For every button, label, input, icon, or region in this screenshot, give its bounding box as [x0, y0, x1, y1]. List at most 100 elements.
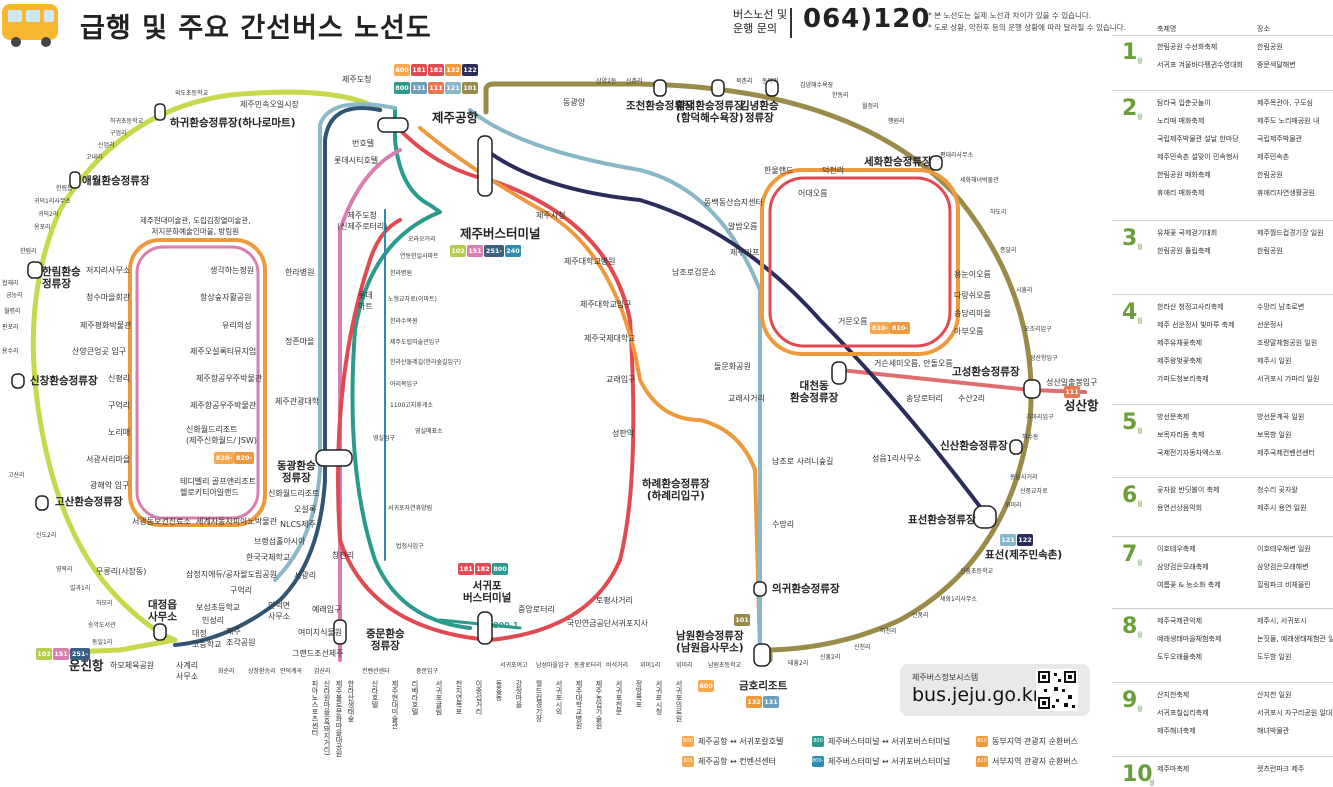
route-badge[interactable]: 102 [36, 648, 52, 660]
route-badge[interactable]: 800 [394, 82, 410, 94]
festival-month-suffix: 월 [1137, 706, 1143, 713]
route-badge[interactable]: 132 [746, 696, 762, 708]
divider [1112, 536, 1333, 537]
route-badge[interactable]: 122 [462, 64, 478, 76]
route-badge[interactable]: 182 [428, 64, 444, 76]
hub-terminal[interactable]: 제주버스터미널 [460, 226, 541, 241]
stop-label: 신도2리 [36, 532, 57, 539]
route-badge[interactable]: 820-1 [214, 452, 234, 474]
stop-label: 하도리 [990, 209, 1007, 216]
route-badge[interactable]: 121 [445, 82, 461, 94]
hub-donggwang[interactable]: 동광환승 정류장 [277, 460, 316, 484]
stop-label: 북촌리 [736, 78, 753, 85]
festival-month: 3 [1122, 226, 1138, 251]
stop-label: 노형교차로(이마트) [388, 296, 437, 303]
route-badge[interactable]: 101 [462, 82, 478, 94]
festival-month-suffix: 월 [1137, 58, 1143, 65]
route-badge[interactable]: 820-2 [234, 452, 254, 474]
festival-place: 선운정사 [1257, 321, 1283, 329]
stop-label: 다랑쉬오름 [954, 291, 991, 300]
route-badge[interactable]: 121 [1000, 534, 1016, 546]
route-badge[interactable]: 111 [428, 82, 444, 94]
stop-label: 고산리 [8, 472, 25, 479]
stop-label: 테디벨리 골프앤리조트 헬로키티아일랜드 [180, 477, 257, 497]
route-badge[interactable]: 240 [505, 245, 521, 257]
hub-goseong[interactable]: 고성환승정류장 [952, 366, 1020, 378]
stop-label: 제주시청 [536, 211, 566, 220]
stop-label: 서귀포시청 [655, 680, 663, 715]
festival-name: 서귀포칠십리축제 [1157, 709, 1209, 717]
hub-gimnyeong[interactable]: 김녕환승 정류장 [740, 100, 779, 124]
route-badge[interactable]: 122 [1017, 534, 1033, 546]
hub-hagwi[interactable]: 하귀환승정류장(하나로마트) [170, 117, 296, 129]
stop-label: 세화1리사무소 [940, 596, 977, 603]
festival-place: 제주시, 서귀포시 [1257, 617, 1307, 625]
hub-seogwipo-terminal[interactable]: 서귀포 버스터미널 [463, 580, 512, 604]
festival-month: 4 [1122, 300, 1138, 325]
route-badge[interactable]: 800 [492, 563, 508, 575]
route-badge[interactable]: 182 [475, 563, 491, 575]
route-badge[interactable]: 810-1 [870, 322, 890, 344]
route-181-line [336, 128, 636, 642]
route-badge[interactable]: 101 [734, 614, 750, 626]
route-badge[interactable]: 600 [394, 64, 410, 76]
stop-label: 판포리 [2, 324, 19, 331]
festival-place: 제주민속촌 [1257, 153, 1290, 161]
route-badge[interactable]: 102 [450, 245, 466, 257]
route-badge[interactable]: 251-1 [70, 648, 90, 670]
hub-sinsan[interactable]: 신산환승정류장 [940, 440, 1008, 452]
stop-label: 예래입구 [312, 605, 342, 614]
stop-label: 법정사입구 [396, 543, 424, 550]
hub-daejeong[interactable]: 대정읍 사무소 [148, 599, 177, 623]
divider [1112, 682, 1333, 683]
hub-jungmun[interactable]: 중문환승 정류장 [366, 628, 405, 652]
hub-harye[interactable]: 하례환승정류장 (하례리입구) [642, 478, 710, 502]
route-badge[interactable]: 151 [53, 648, 69, 660]
phone-number[interactable]: 064)120 [803, 4, 931, 34]
hub-aewol[interactable]: 애월환승정류장 [82, 175, 150, 187]
route-badge[interactable]: 131 [411, 82, 427, 94]
stop-label: 제주항공우주박물관 [190, 401, 257, 410]
hub-pyoseon[interactable]: 표선환승정류장 [908, 514, 976, 526]
hub-daecheon[interactable]: 대천동 환승정류장 [790, 380, 839, 404]
route-badge[interactable]: 132 [445, 64, 461, 76]
info-box[interactable]: 제주버스정보시스템 bus.jeju.go.kr [900, 664, 1090, 716]
hub-geumho[interactable]: 금호리조트 [739, 680, 788, 692]
hub-seongsan[interactable]: 성산항 [1064, 398, 1099, 413]
info-url[interactable]: bus.jeju.go.kr [912, 684, 1041, 706]
hub-unjin[interactable]: 운진항 [69, 658, 104, 673]
festival-month: 2 [1122, 96, 1138, 121]
route-badge[interactable]: 181 [458, 563, 474, 575]
route-badge[interactable]: 251-1 [484, 245, 504, 267]
stop-label: 국민연금공단서귀포지사 [567, 619, 648, 628]
qr-code-icon[interactable] [1036, 669, 1078, 711]
route-badge[interactable]: 600 [698, 680, 714, 692]
hub-namwon[interactable]: 남원환승정류장 (남원읍사무소) [676, 630, 744, 654]
festival-place: 서귀포시 가파리 일원 [1257, 375, 1320, 383]
route-badge[interactable]: 151 [467, 245, 483, 257]
stop-label: 동남사거리 [1010, 474, 1038, 481]
hub-hallim[interactable]: 한림환승 정류장 [42, 266, 81, 290]
route-badge[interactable]: 111 [1064, 386, 1080, 398]
hub-jocheon[interactable]: 조천환승정류장 [626, 100, 694, 112]
hub-hamdeok[interactable]: 함덕환승정류장 (함덕해수욕장) [676, 100, 744, 124]
stop-label: 한림읍 [56, 185, 73, 192]
route-badge[interactable]: 810-2 [890, 322, 910, 344]
stop-label: 고내리 [86, 154, 103, 161]
festival-place: 힐링파크 비체올린 [1257, 581, 1311, 589]
stop-label: 어리목입구 [390, 381, 418, 388]
hub-sinchang[interactable]: 신창환승정류장 [30, 375, 98, 387]
route-121-line [468, 108, 762, 652]
stop-label: 위미리 [1005, 502, 1022, 509]
route-badge[interactable]: 131 [763, 696, 779, 708]
hub-pyoseon-town[interactable]: 표선(제주민속촌) [985, 549, 1063, 561]
hub-uigwi[interactable]: 의귀환승정류장 [772, 583, 840, 595]
hub-gosan[interactable]: 고산환승정류장 [55, 496, 123, 508]
stop-label: 태흥2리 [788, 660, 809, 667]
hub-sehwa[interactable]: 세화환승정류장 [864, 156, 932, 168]
stop-label: 성판악 [612, 429, 635, 438]
route-badge[interactable]: 181 [411, 64, 427, 76]
stop-label: 서귀포여고 [500, 662, 528, 669]
hub-airport[interactable]: 제주공항 [432, 110, 479, 125]
